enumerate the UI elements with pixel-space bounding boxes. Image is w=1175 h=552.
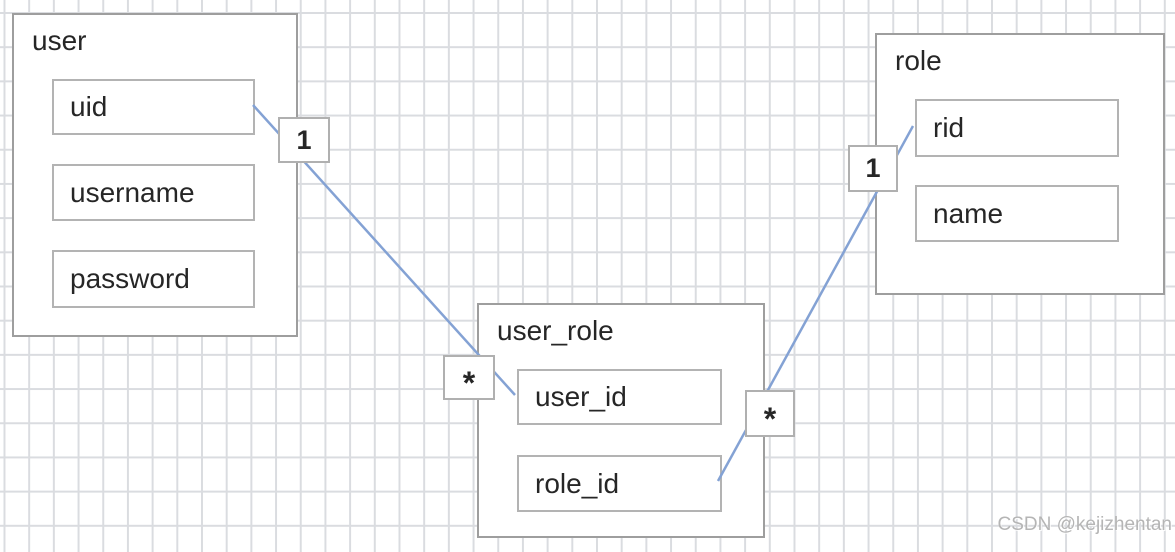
field-user-role-user-id[interactable]: user_id (517, 369, 722, 425)
field-label: username (70, 176, 195, 208)
cardinality-label-user-role-many[interactable]: * (443, 355, 495, 401)
entity-role-title: role (895, 45, 942, 76)
cardinality-label-user-one[interactable]: 1 (278, 117, 330, 163)
entity-user-title: user (32, 25, 87, 56)
field-label: rid (933, 112, 965, 143)
entity-user-role-title: user_role (497, 315, 614, 346)
cardinality-label-role-many[interactable]: * (745, 390, 795, 437)
field-user-role-role-id[interactable]: role_id (517, 455, 722, 512)
watermark: CSDN @kejizhentan (997, 514, 1172, 535)
field-user-password[interactable]: password (52, 250, 255, 308)
field-role-name[interactable]: name (915, 185, 1119, 242)
field-label: name (933, 197, 1004, 229)
field-label: user_id (535, 381, 627, 412)
entity-user[interactable]: user uid username password (12, 13, 298, 337)
entity-user-role[interactable]: user_role user_id role_id (477, 303, 765, 538)
field-label: uid (70, 91, 108, 122)
cardinality-label-role-one[interactable]: 1 (848, 145, 898, 192)
entity-role[interactable]: role rid name (875, 33, 1165, 295)
field-label: role_id (535, 467, 620, 499)
field-label: password (70, 263, 190, 294)
field-user-username[interactable]: username (52, 164, 255, 221)
field-role-rid[interactable]: rid (915, 99, 1119, 157)
field-user-uid[interactable]: uid (52, 79, 255, 135)
